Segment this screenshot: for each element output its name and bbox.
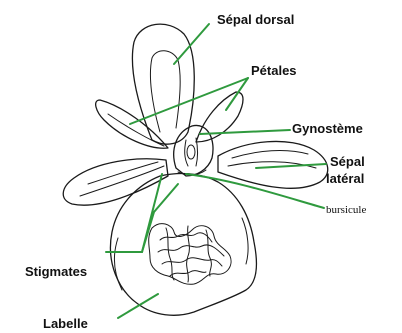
speculum-pattern (149, 224, 231, 285)
left-lateral-sepal (63, 159, 168, 205)
leader-bursicule (186, 174, 324, 208)
leader-petale-left (130, 78, 248, 124)
dorsal-sepal (132, 24, 194, 144)
label-stigmates: Stigmates (25, 264, 87, 279)
label-bursicule: bursicule (326, 203, 366, 218)
labellum (110, 174, 256, 316)
leader-stigmates-2 (142, 184, 178, 252)
label-sepal-dorsal: Sépal dorsal (217, 12, 294, 27)
label-petales: Pétales (251, 63, 297, 78)
label-sepal-lateral-line1: Sépal (330, 154, 365, 169)
leader-labelle (118, 294, 158, 318)
leader-gynosteme (200, 130, 290, 134)
label-sepal-lateral-line2: latéral (326, 171, 364, 186)
label-gynosteme: Gynostème (292, 121, 363, 136)
label-labelle: Labelle (43, 316, 88, 331)
